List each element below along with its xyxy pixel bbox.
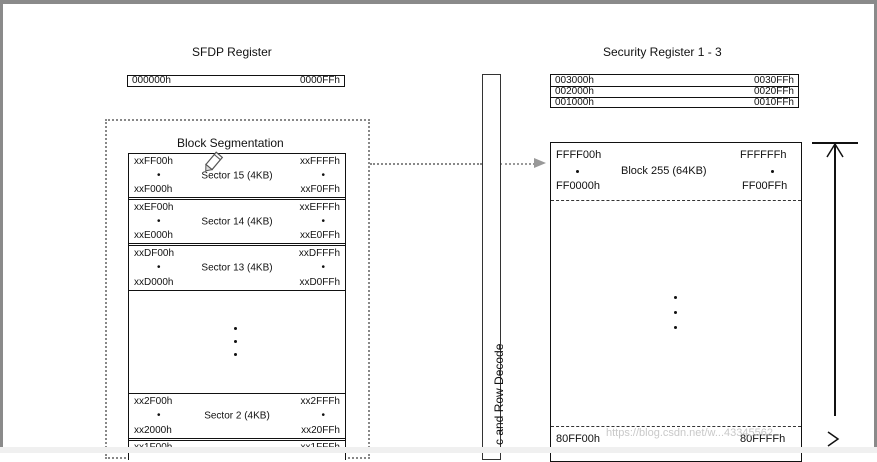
chevron-right-icon bbox=[827, 431, 840, 447]
sfdp-start-address: 000000h bbox=[132, 75, 171, 86]
sfdp-register-box: 000000h 0000FFh bbox=[127, 75, 345, 87]
connector-top-left bbox=[370, 163, 482, 165]
block-bottom-top-right: 80FFFFh bbox=[740, 433, 786, 445]
sector-ellipsis-dot-2 bbox=[234, 340, 237, 343]
sector-14-top-left: xxEF00h bbox=[134, 202, 174, 213]
security-row-2-start: 002000h bbox=[555, 86, 594, 97]
block-segmentation-title: Block Segmentation bbox=[177, 136, 284, 150]
sector-2-bottom-right: xx20FFh bbox=[301, 425, 340, 436]
block-255-top-right: FFFFFFh bbox=[740, 149, 787, 161]
sector-14-bullet-right: • bbox=[321, 215, 325, 227]
sector-2-bullet-left: • bbox=[157, 409, 161, 421]
block-bottom-top-left: 80FF00h bbox=[556, 433, 601, 445]
block-255-label: Block 255 (64KB) bbox=[621, 165, 707, 177]
sector-column bbox=[128, 153, 346, 453]
block-255-bottom-right: FF00FFh bbox=[742, 180, 788, 192]
sector-2: xx2F00h xx2000h xx2FFFh xx20FFh Sector 2… bbox=[128, 393, 346, 439]
sector-15-bullet-left: • bbox=[157, 169, 161, 181]
block-255-bottom-left: FF0000h bbox=[556, 180, 601, 192]
security-register-title: Security Register 1 - 3 bbox=[603, 45, 722, 59]
sector-14-bottom-right: xxE0FFh bbox=[299, 230, 340, 241]
connector-top-right bbox=[500, 163, 535, 165]
security-row-3-end: 0030FFh bbox=[753, 75, 794, 86]
block-255-top-left: FFFF00h bbox=[556, 149, 602, 161]
security-register-box: 003000h 0030FFh 002000h 0020FFh 001000h … bbox=[550, 74, 799, 108]
sector-14-bottom-left: xxE000h bbox=[134, 230, 173, 241]
sector-13-top-right: xxDFFFh bbox=[298, 248, 340, 259]
block-255-bullet-right bbox=[771, 170, 774, 173]
sector-14-bullet-left: • bbox=[157, 215, 161, 227]
sector-13-bottom-left: xxD000h bbox=[134, 277, 174, 288]
sector-14-label: Sector 14 (4KB) bbox=[201, 216, 273, 227]
row-decode-label: c and Row Decode bbox=[492, 343, 506, 445]
sector-2-label: Sector 2 (4KB) bbox=[204, 410, 270, 422]
window-frame-left bbox=[0, 0, 3, 453]
sector-15-bottom-left: xxF000h bbox=[134, 184, 173, 195]
sector-13-top-left: xxDF00h bbox=[134, 248, 175, 259]
security-row-1-start: 001000h bbox=[555, 97, 594, 108]
block-ellipsis-dot-3 bbox=[674, 326, 677, 329]
memory-array bbox=[550, 142, 802, 462]
address-direction-line bbox=[834, 144, 836, 416]
sector-13: xxDF00h xxD000h xxDFFFh xxD0FFh Sector 1… bbox=[128, 245, 346, 291]
security-row-2-end: 0020FFh bbox=[753, 86, 794, 97]
security-row-1-end: 0010FFh bbox=[753, 97, 794, 108]
pencil-cursor-icon bbox=[205, 151, 224, 172]
security-row-3-start: 003000h bbox=[555, 75, 594, 86]
sector-15-bottom-right: xxF0FFh bbox=[300, 184, 340, 195]
sector-13-bullet-left: • bbox=[157, 261, 161, 273]
window-frame-top bbox=[0, 0, 877, 4]
sector-2-top-right: xx2FFFh bbox=[300, 396, 340, 407]
sector-2-bullet-right: • bbox=[321, 409, 325, 421]
watermark-text: https://blog.csdn.net/w...43345562 bbox=[606, 427, 773, 439]
sector-13-bottom-right: xxD0FFh bbox=[299, 277, 340, 288]
arrow-right-icon bbox=[534, 158, 546, 168]
sector-13-label: Sector 13 (4KB) bbox=[201, 262, 273, 274]
bottom-strip bbox=[0, 447, 877, 453]
sector-15-bullet-right: • bbox=[321, 169, 325, 181]
sector-ellipsis-dot-3 bbox=[234, 353, 237, 356]
sector-13-bullet-right: • bbox=[321, 261, 325, 273]
sector-15: xxFF00h xxF000h xxFFFFh xxF0FFh Sector 1… bbox=[128, 153, 346, 198]
sector-15-top-left: xxFF00h bbox=[134, 156, 173, 167]
window-frame-right bbox=[874, 0, 877, 453]
block-255-separator bbox=[551, 200, 801, 201]
block-bottom-separator bbox=[551, 426, 801, 427]
sfdp-end-address: 0000FFh bbox=[299, 75, 340, 86]
sfdp-register-title: SFDP Register bbox=[192, 45, 272, 59]
sector-2-top-left: xx2F00h bbox=[134, 396, 173, 407]
sector-14: xxEF00h xxE000h xxEFFFh xxE0FFh Sector 1… bbox=[128, 199, 346, 244]
block-ellipsis-dot-2 bbox=[674, 311, 677, 314]
block-255-bullet-left bbox=[576, 170, 579, 173]
block-ellipsis-dot-1 bbox=[674, 296, 677, 299]
sector-2-bottom-left: xx2000h bbox=[134, 425, 172, 436]
sector-ellipsis-dot-1 bbox=[234, 327, 237, 330]
sector-15-label: Sector 15 (4KB) bbox=[201, 170, 273, 181]
sector-15-top-right: xxFFFFh bbox=[300, 156, 340, 167]
sector-14-top-right: xxEFFFh bbox=[299, 202, 340, 213]
